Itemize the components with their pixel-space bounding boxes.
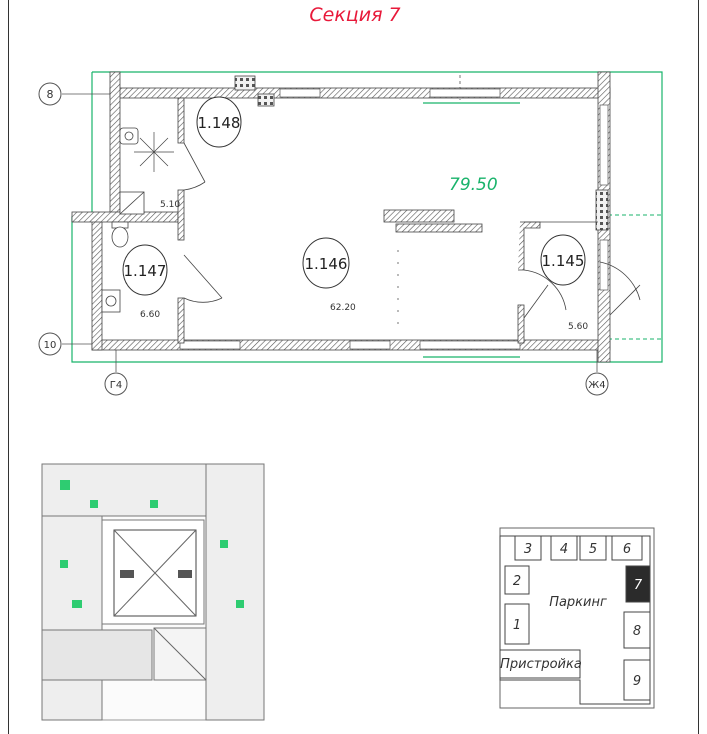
section-title: Секция 7 xyxy=(309,4,401,26)
shaft-icon xyxy=(119,191,145,215)
keyplan-section-5 xyxy=(579,535,607,561)
axis-label-10: 10 xyxy=(44,340,57,351)
key-plan: 3 4 5 6 2 1 7 8 9 Паркинг Пристройка xyxy=(499,527,655,709)
toilet-icon xyxy=(111,221,129,248)
keyplan-parking-label: Паркинг xyxy=(549,595,607,610)
keyplan-annex-label: Пристройка xyxy=(500,657,582,672)
keyplan-label-5: 5 xyxy=(589,542,597,557)
keyplan-section-6 xyxy=(611,535,643,561)
keyplan-label-3: 3 xyxy=(524,542,532,557)
shower-fixture xyxy=(134,132,174,172)
axis-marker-8: 8 xyxy=(38,82,62,106)
keyplan-section-3 xyxy=(514,535,542,561)
room-1147: 1.147 6.60 xyxy=(122,244,168,320)
axis-lines xyxy=(62,75,598,372)
frame-left-border xyxy=(8,0,9,734)
keyplan-section-1 xyxy=(504,603,530,645)
axis-marker-10: 10 xyxy=(38,332,62,356)
keyplan-label-6: 6 xyxy=(623,542,631,557)
room-area-1145: 5.60 xyxy=(568,322,588,332)
room-area-1147: 6.60 xyxy=(140,310,160,320)
window-openings xyxy=(179,88,609,350)
room-id-1148: 1.148 xyxy=(198,114,241,132)
keyplan-section-7-highlighted xyxy=(625,565,651,603)
keyplan-label-9: 9 xyxy=(633,674,641,689)
axis-label-g4: Г4 xyxy=(110,380,122,391)
room-id-1147: 1.147 xyxy=(124,262,167,280)
keyplan-label-8: 8 xyxy=(633,624,641,639)
keyplan-label-2: 2 xyxy=(513,574,521,589)
room-area-1148: 5.10 xyxy=(160,200,180,210)
axis-marker-zh4: Ж4 xyxy=(585,372,609,396)
keyplan-section-9 xyxy=(623,659,651,701)
total-area-label: 79.50 xyxy=(449,175,498,195)
keyplan-section-2 xyxy=(504,565,530,595)
washbasin-icon xyxy=(101,289,121,313)
room-1145: 1.145 5.60 xyxy=(540,234,588,332)
keyplan-label-7: 7 xyxy=(634,578,643,593)
room-1146: 1.146 62.20 xyxy=(302,237,356,313)
site-plan-thumbnail xyxy=(41,463,265,721)
frame-right-border xyxy=(698,0,699,734)
keyplan-section-4 xyxy=(550,535,578,561)
room-1148: 1.148 5.10 xyxy=(160,96,242,210)
room-id-1146: 1.146 xyxy=(305,255,348,273)
keyplan-annex xyxy=(499,649,581,679)
room-area-1146: 62.20 xyxy=(330,303,356,313)
axis-label-zh4: Ж4 xyxy=(588,380,605,391)
door-swings xyxy=(183,142,641,319)
keyplan-label-4: 4 xyxy=(560,542,568,557)
axis-marker-g4: Г4 xyxy=(104,372,128,396)
keyplan-label-1: 1 xyxy=(513,618,521,633)
axis-label-8: 8 xyxy=(47,88,54,101)
sink-icon xyxy=(119,127,139,145)
room-id-1145: 1.145 xyxy=(542,252,585,270)
internal-partitions xyxy=(177,97,598,344)
keyplan-section-8 xyxy=(623,611,651,649)
